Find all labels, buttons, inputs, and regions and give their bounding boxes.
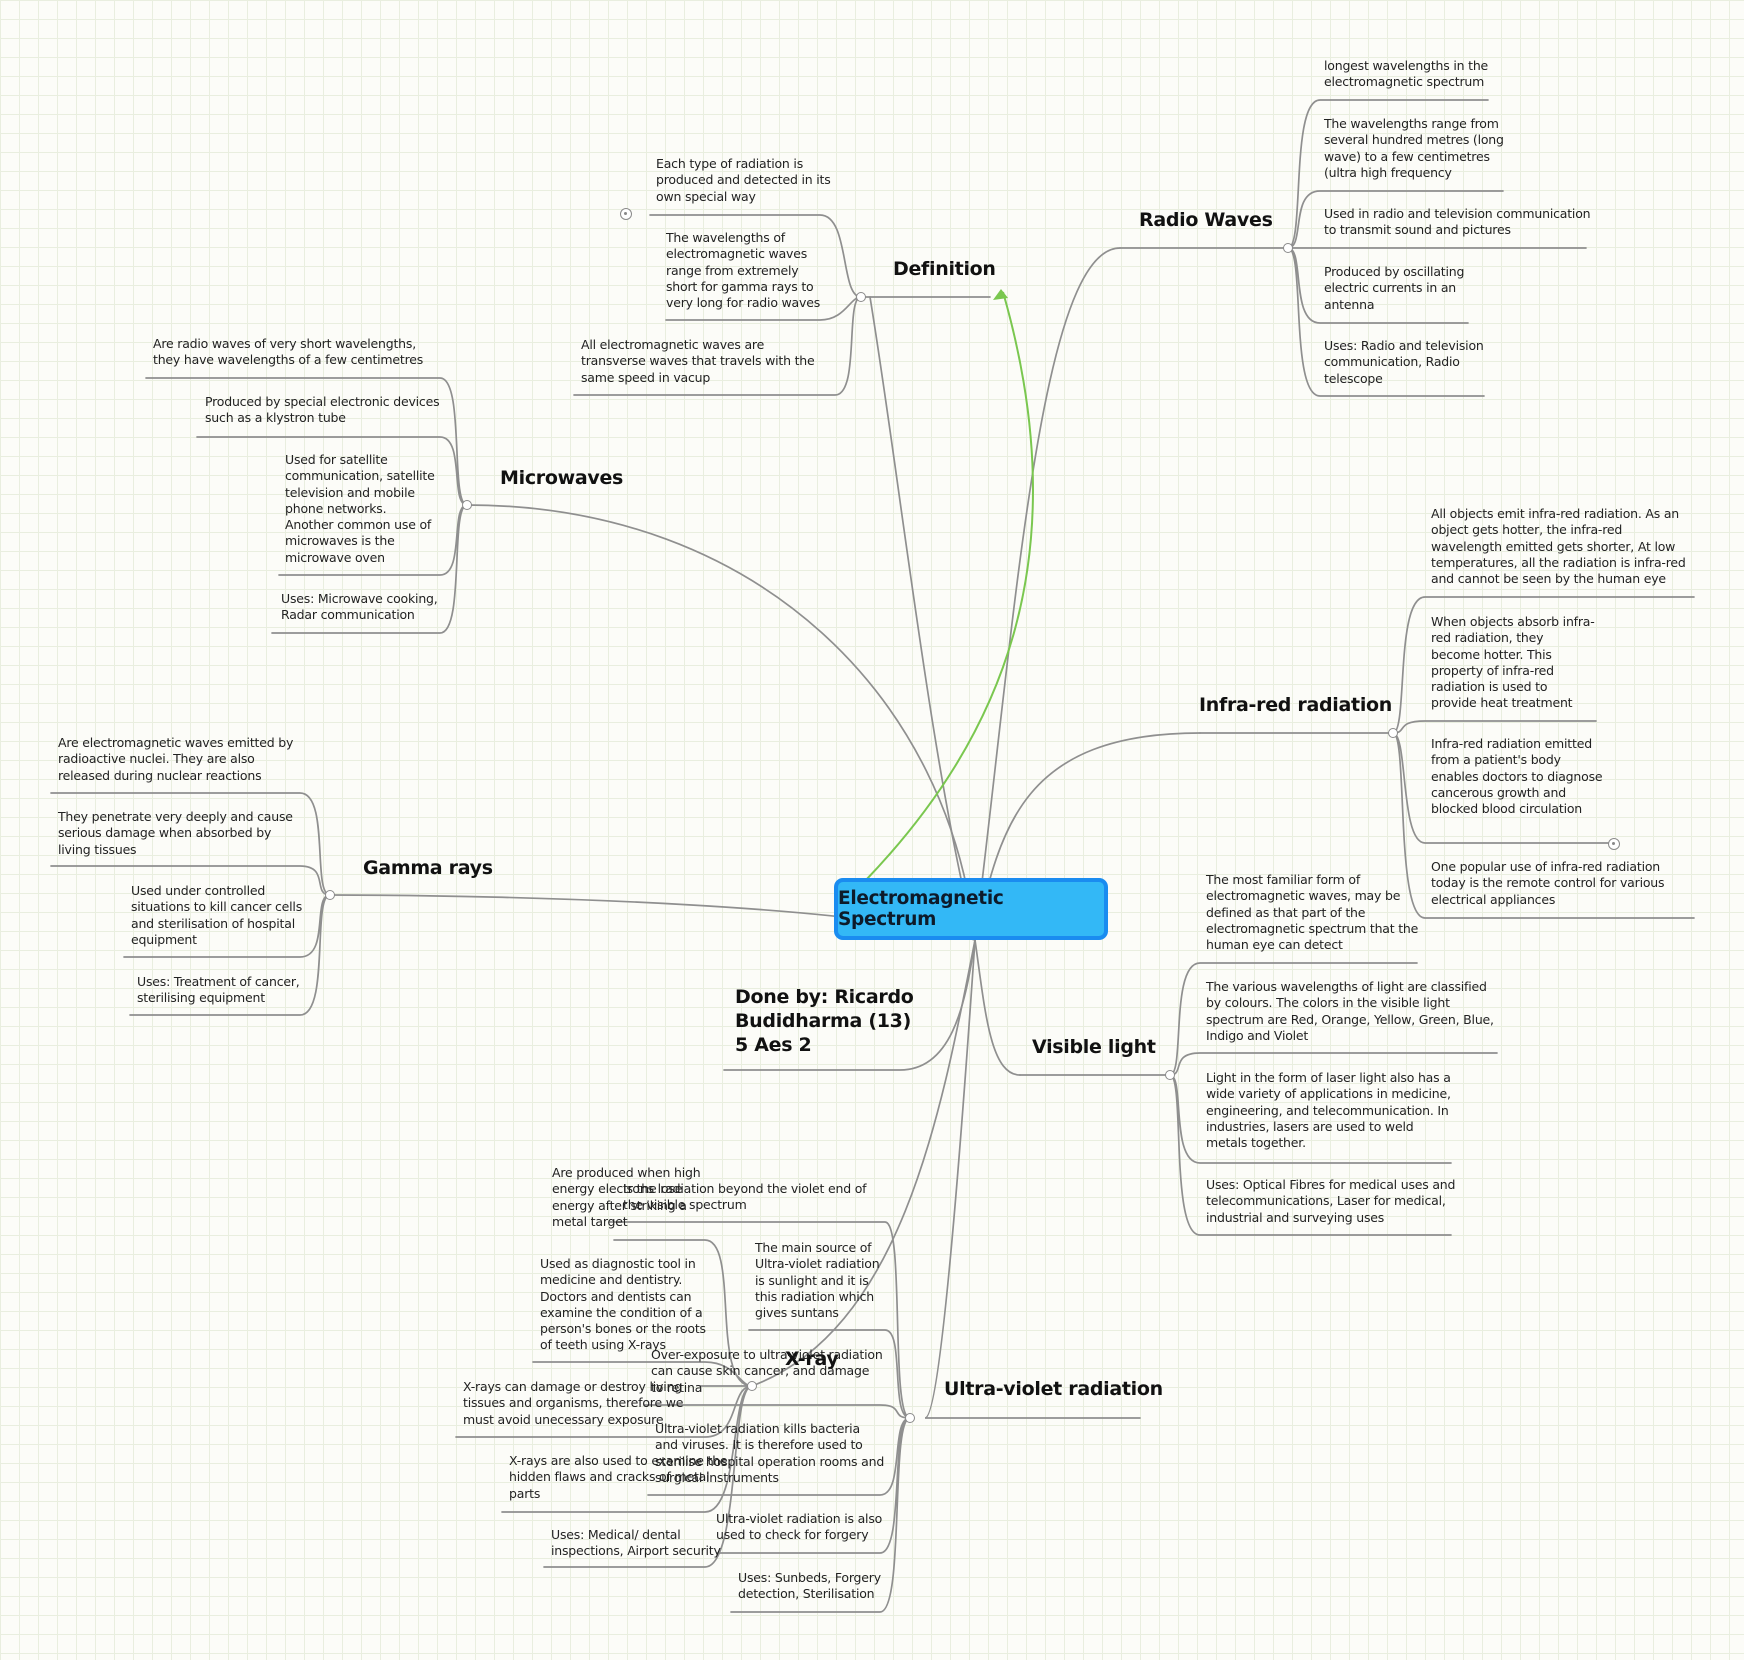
- author-credit-line-3: 5 Aes 2: [735, 1034, 812, 1056]
- conn-xray-leaves: [455, 1239, 753, 1568]
- conn-visible-leaves: [1169, 962, 1498, 1236]
- collapse-toggle-gamma-rays[interactable]: [325, 890, 335, 900]
- link-root-definition: [869, 296, 976, 941]
- xray-leaf-5[interactable]: Uses: Medical/ dental inspections, Airpo…: [551, 1527, 721, 1559]
- visible-leaf-4[interactable]: Uses: Optical Fibres for medical uses an…: [1206, 1177, 1456, 1225]
- link-root-xray: [751, 939, 976, 1387]
- collapse-toggle-ultra-violet[interactable]: [905, 1413, 915, 1423]
- branch-title-infrared[interactable]: Infra-red radiation: [1199, 694, 1393, 716]
- conn-microwaves-leaves: [145, 377, 468, 634]
- uv-leaf-2[interactable]: The main source of Ultra-violet radiatio…: [755, 1240, 880, 1321]
- infrared-leaf-1[interactable]: All objects emit infra-red radiation. As…: [1431, 506, 1686, 587]
- link-root-visible: [974, 939, 1021, 1076]
- branch-title-ultra-violet[interactable]: Ultra-violet radiation: [944, 1378, 1163, 1400]
- link-root-credit: [723, 939, 976, 1071]
- xray-leaf-2[interactable]: Used as diagnostic tool in medicine and …: [540, 1256, 706, 1353]
- xray-leaf-3[interactable]: X-rays can damage or destroy living tiss…: [463, 1379, 684, 1427]
- branch-title-microwaves[interactable]: Microwaves: [500, 467, 624, 489]
- conn-gamma-leaves: [50, 792, 331, 1016]
- microwaves-leaf-3[interactable]: Used for satellite communication, satell…: [285, 452, 435, 565]
- microwaves-leaf-1[interactable]: Are radio waves of very short wavelength…: [153, 336, 424, 368]
- branch-title-gamma-rays[interactable]: Gamma rays: [363, 857, 493, 879]
- uv-leaf-1[interactable]: Is the radiation beyond the violet end o…: [623, 1181, 867, 1213]
- conn-radio-leaves: [1287, 99, 1587, 397]
- uv-leaf-4[interactable]: Ultra-violet radiation kills bacteria an…: [655, 1421, 885, 1485]
- collapse-toggle-definition[interactable]: [856, 292, 866, 302]
- author-credit-line-2: Budidharma (13): [735, 1010, 911, 1032]
- branch-title-definition[interactable]: Definition: [893, 258, 996, 280]
- definition-leaf-2[interactable]: The wavelengths of electromagnetic waves…: [666, 230, 821, 311]
- definition-leaf-3[interactable]: All electromagnetic waves are transverse…: [581, 337, 815, 385]
- relationship-arrowhead: [993, 289, 1008, 300]
- radio-leaf-4[interactable]: Produced by oscillating electric current…: [1324, 264, 1465, 312]
- pin-marker-icon[interactable]: [620, 208, 632, 220]
- radio-leaf-1[interactable]: longest wavelengths in the electromagnet…: [1324, 58, 1489, 90]
- author-credit-line-1: Done by: Ricardo: [735, 986, 914, 1008]
- radio-leaf-2[interactable]: The wavelengths range from several hundr…: [1324, 116, 1504, 180]
- gamma-leaf-1[interactable]: Are electromagnetic waves emitted by rad…: [58, 735, 294, 783]
- visible-leaf-3[interactable]: Light in the form of laser light also ha…: [1206, 1070, 1451, 1151]
- infrared-leaf-2[interactable]: When objects absorb infra-red radiation,…: [1431, 614, 1595, 711]
- radio-leaf-5[interactable]: Uses: Radio and television communication…: [1324, 338, 1484, 386]
- root-topic-electromagnetic-spectrum[interactable]: Electromagnetic Spectrum: [834, 878, 1108, 940]
- microwaves-leaf-4[interactable]: Uses: Microwave cooking, Radar communica…: [281, 591, 438, 623]
- gamma-leaf-3[interactable]: Used under controlled situations to kill…: [131, 883, 303, 947]
- visible-leaf-1[interactable]: The most familiar form of electromagneti…: [1206, 872, 1419, 953]
- collapse-toggle-microwaves[interactable]: [462, 500, 472, 510]
- infrared-leaf-3[interactable]: Infra-red radiation emitted from a patie…: [1431, 736, 1603, 817]
- visible-leaf-2[interactable]: The various wavelengths of light are cla…: [1206, 979, 1494, 1043]
- link-root-uv: [924, 939, 1141, 1419]
- branch-title-radio-waves[interactable]: Radio Waves: [1139, 209, 1273, 231]
- collapse-toggle-infrared[interactable]: [1388, 728, 1398, 738]
- infrared-leaf-4[interactable]: One popular use of infra-red radiation t…: [1431, 859, 1665, 907]
- gamma-leaf-4[interactable]: Uses: Treatment of cancer, sterilising e…: [137, 974, 300, 1006]
- link-root-microwaves: [466, 504, 976, 941]
- microwaves-leaf-2[interactable]: Produced by special electronic devices s…: [205, 394, 440, 426]
- definition-leaf-1[interactable]: Each type of radiation is produced and d…: [656, 156, 831, 204]
- collapse-toggle-radio-waves[interactable]: [1283, 243, 1293, 253]
- branch-title-visible-light[interactable]: Visible light: [1032, 1036, 1156, 1058]
- gamma-leaf-2[interactable]: They penetrate very deeply and cause ser…: [58, 809, 293, 857]
- uv-leaf-6[interactable]: Uses: Sunbeds, Forgery detection, Steril…: [738, 1570, 881, 1602]
- uv-leaf-5[interactable]: Ultra-violet radiation is also used to c…: [716, 1511, 883, 1543]
- radio-leaf-3[interactable]: Used in radio and television communicati…: [1324, 206, 1591, 238]
- pin-marker-icon[interactable]: [1608, 838, 1620, 850]
- author-credit[interactable]: Done by: Ricardo Budidharma (13) 5 Aes 2: [735, 985, 914, 1057]
- branch-title-x-ray[interactable]: X-ray: [785, 1348, 839, 1370]
- collapse-toggle-visible-light[interactable]: [1165, 1070, 1175, 1080]
- relationship-arrow[interactable]: [865, 291, 1035, 881]
- conn-infrared-leaves: [1392, 596, 1695, 919]
- link-root-radio: [974, 247, 1121, 941]
- conn-uv-leaves: [609, 1221, 911, 1613]
- collapse-toggle-x-ray[interactable]: [747, 1381, 757, 1391]
- xray-leaf-1[interactable]: Are produced when high energy electrons …: [552, 1165, 701, 1229]
- xray-leaf-4[interactable]: X-rays are also used to examine the hidd…: [509, 1453, 728, 1501]
- uv-leaf-3[interactable]: Over-exposure to ultra-violet radiation …: [651, 1347, 883, 1395]
